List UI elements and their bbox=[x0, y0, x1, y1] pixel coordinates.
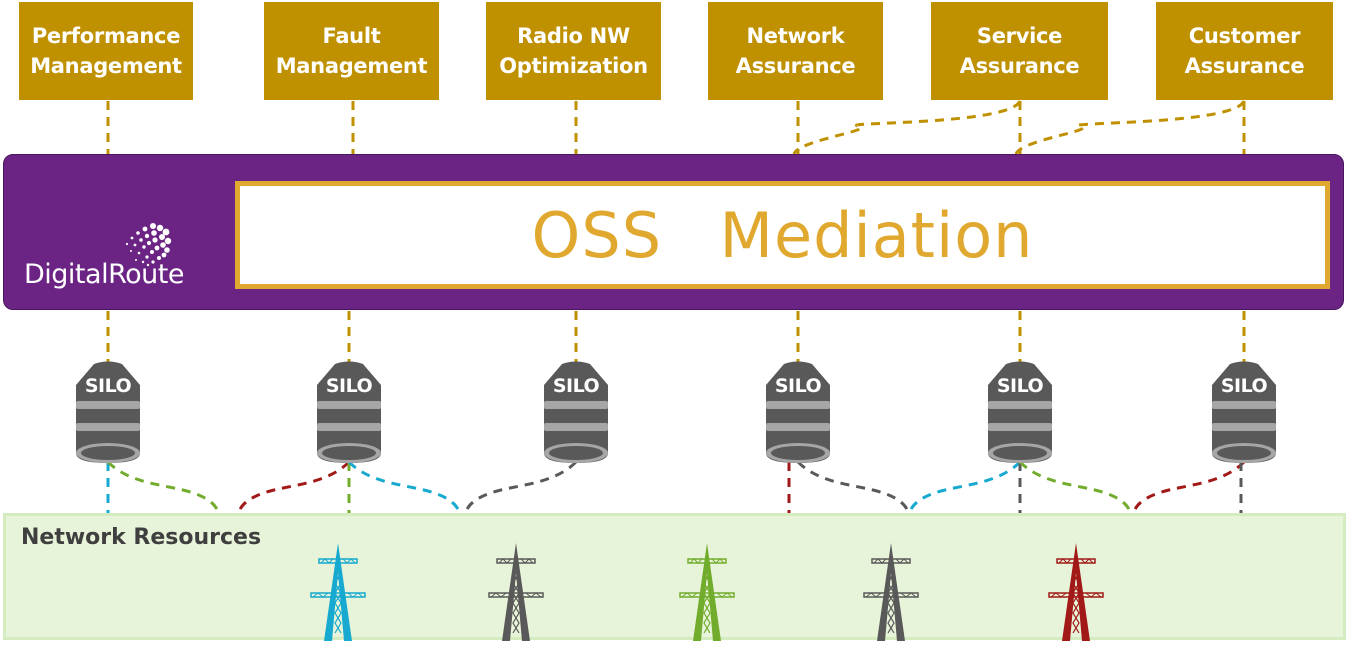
transmission-tower-icon bbox=[859, 543, 923, 641]
app-to-mediation-curve bbox=[792, 100, 1022, 155]
silo-database[interactable]: SILO bbox=[542, 361, 610, 465]
silo-to-network-curve bbox=[908, 460, 1022, 515]
silo-label: SILO bbox=[774, 375, 822, 397]
network-resources-label: Network Resources bbox=[21, 525, 262, 550]
silo-database[interactable]: SILO bbox=[315, 361, 383, 465]
app-label: Performance Management bbox=[30, 24, 182, 78]
silo-database[interactable]: SILO bbox=[1210, 361, 1278, 465]
silo-label: SILO bbox=[1220, 375, 1268, 397]
app-label: Fault Management bbox=[275, 24, 428, 78]
app-box-radio-nw-optimization[interactable]: Radio NW Optimization bbox=[486, 2, 661, 100]
transmission-tower-icon bbox=[306, 543, 370, 641]
silo-database[interactable]: SILO bbox=[986, 361, 1054, 465]
silo-to-network-curve bbox=[464, 460, 578, 515]
silo-label: SILO bbox=[84, 375, 132, 397]
silo-label: SILO bbox=[996, 375, 1044, 397]
logo-text: DigitalRoute bbox=[24, 259, 184, 290]
silo-to-network-curve bbox=[796, 460, 910, 515]
database-icon bbox=[988, 361, 1052, 463]
silo-to-network-curve bbox=[237, 460, 351, 515]
tower-shape bbox=[1048, 543, 1104, 641]
silo-to-network-curve bbox=[106, 460, 220, 515]
tower-shape bbox=[488, 543, 544, 641]
silo-label: SILO bbox=[325, 375, 373, 397]
silo-label: SILO bbox=[552, 375, 600, 397]
app-label: Customer Assurance bbox=[1184, 24, 1305, 78]
database-icon bbox=[766, 361, 830, 463]
app-box-performance-management[interactable]: Performance Management bbox=[19, 2, 193, 100]
tower-shape bbox=[310, 543, 366, 641]
silo-database[interactable]: SILO bbox=[74, 361, 142, 465]
oss-mediation-box[interactable]: OSS Mediation bbox=[235, 181, 1330, 289]
transmission-tower-icon bbox=[484, 543, 548, 641]
app-to-mediation-curve bbox=[1014, 100, 1246, 155]
silo-database[interactable]: SILO bbox=[764, 361, 832, 465]
app-box-customer-assurance[interactable]: Customer Assurance bbox=[1156, 2, 1333, 100]
silo-to-network-curve bbox=[347, 460, 461, 515]
dot-swirl-icon bbox=[125, 223, 172, 267]
transmission-tower-icon bbox=[1044, 543, 1108, 641]
app-label: Radio NW Optimization bbox=[499, 24, 648, 78]
database-icon bbox=[1212, 361, 1276, 463]
oss-mediation-title: OSS Mediation bbox=[531, 198, 1034, 272]
app-label: Network Assurance bbox=[735, 24, 856, 78]
database-icon bbox=[76, 361, 140, 463]
silo-to-network-curve bbox=[1132, 460, 1246, 515]
digitalroute-logo: DigitalRoute bbox=[24, 220, 204, 290]
silo-to-network-curve bbox=[1018, 460, 1132, 515]
app-box-network-assurance[interactable]: Network Assurance bbox=[708, 2, 883, 100]
app-box-fault-management[interactable]: Fault Management bbox=[264, 2, 439, 100]
network-resources-panel: Network Resources bbox=[3, 513, 1346, 640]
app-box-service-assurance[interactable]: Service Assurance bbox=[931, 2, 1108, 100]
transmission-tower-icon bbox=[675, 543, 739, 641]
database-icon bbox=[544, 361, 608, 463]
tower-shape bbox=[679, 543, 735, 641]
database-icon bbox=[317, 361, 381, 463]
app-label: Service Assurance bbox=[959, 24, 1080, 78]
tower-shape bbox=[863, 543, 919, 641]
